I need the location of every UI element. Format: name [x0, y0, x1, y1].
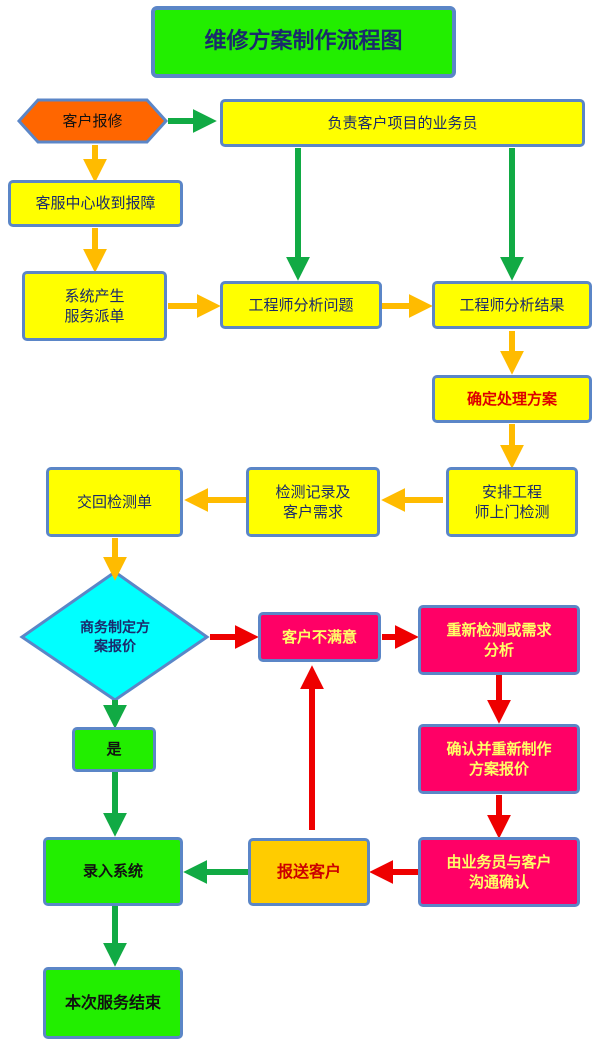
- page-title: 维修方案制作流程图: [151, 6, 456, 78]
- node-create-order: 系统产生 服务派单: [22, 271, 167, 341]
- node-decide-plan: 确定处理方案: [432, 375, 592, 423]
- node-business-quote: 商务制定方 案报价: [80, 620, 150, 655]
- node-schedule-engineer: 安排工程 师上门检测: [446, 467, 578, 537]
- node-customer-unsatisfied: 客户不满意: [258, 612, 381, 662]
- node-service-center: 客服中心收到报障: [8, 180, 183, 227]
- node-enter-system: 录入系统: [43, 837, 183, 906]
- node-account-manager: 负责客户项目的业务员: [220, 99, 585, 147]
- node-engineer-analyze-result: 工程师分析结果: [432, 281, 592, 329]
- node-reconfirm: 确认并重新制作 方案报价: [418, 724, 580, 794]
- node-sales-communicate: 由业务员与客户 沟通确认: [418, 837, 580, 907]
- node-return-report: 交回检测单: [46, 467, 183, 537]
- node-send-customer: 报送客户: [248, 838, 370, 906]
- node-engineer-analyze-issue: 工程师分析问题: [220, 281, 382, 329]
- node-recheck: 重新检测或需求 分析: [418, 605, 580, 675]
- node-service-end: 本次服务结束: [43, 967, 183, 1039]
- node-customer-report: 客户报修: [62, 111, 123, 130]
- node-record-needs: 检测记录及 客户需求: [246, 467, 380, 537]
- customer-report-shape: [16, 98, 169, 144]
- node-yes: 是: [72, 727, 156, 772]
